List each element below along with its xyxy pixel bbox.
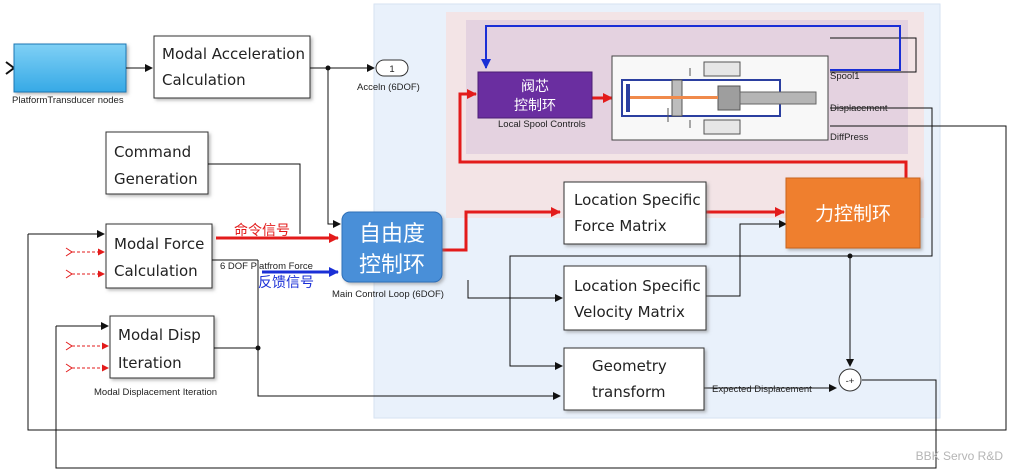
velocity-matrix-block[interactable] (563, 265, 707, 331)
diffpress-port-label: DiffPress (830, 132, 869, 143)
red-signal-lines (216, 89, 908, 252)
main-control-label-2: 控制环 (359, 253, 425, 278)
modal-disp-label-1: Modal Disp (118, 326, 201, 344)
spool-control-caption: Local Spool Controls (498, 119, 586, 130)
main-control-caption: Main Control Loop (6DOF) (332, 289, 444, 300)
outport-acceln[interactable] (375, 59, 409, 77)
force-matrix-label-2: Force Matrix (574, 217, 667, 235)
main-control-loop-block[interactable] (341, 211, 443, 283)
spool1-port-label: Spool1 (830, 71, 860, 82)
platform-transducer-caption: PlatformTransducer nodes (12, 95, 124, 106)
sum-block[interactable] (838, 368, 862, 392)
platform-force-label: 6 DOF Platfrom Force (220, 261, 313, 272)
inport-chevron-icon (5, 61, 16, 75)
modal-force-label-2: Calculation (114, 262, 198, 280)
modal-acceleration-block[interactable] (153, 35, 311, 99)
force-control-label: 力控制环 (815, 203, 891, 225)
outport-label: Acceln (6DOF) (357, 82, 420, 93)
watermark: BBK Servo R&D (916, 449, 1004, 463)
main-control-label-1: 自由度 (359, 222, 425, 247)
geometry-label-2: transform (592, 383, 666, 401)
junction-dots (255, 65, 853, 351)
command-generation-block[interactable] (105, 131, 209, 195)
modal-force-block[interactable] (105, 223, 213, 289)
modal-force-inputs (72, 248, 109, 372)
geometry-label-1: Geometry (592, 357, 667, 375)
force-control-block[interactable] (785, 177, 921, 249)
force-matrix-label-1: Location Specific (574, 191, 701, 209)
spool-control-block[interactable] (477, 71, 593, 119)
command-signal-label: 命令信号 (234, 222, 290, 239)
spool-control-label-1: 阀芯 (521, 79, 549, 95)
geometry-transform-block[interactable] (563, 347, 705, 411)
velocity-matrix-label-2: Velocity Matrix (574, 303, 685, 321)
expected-displacement-label: Expected Displacement (712, 384, 812, 395)
outport-number: 1 (389, 64, 394, 75)
command-generation-label-1: Command (114, 143, 191, 161)
input-chevron-icons (65, 247, 73, 373)
command-generation-label-2: Generation (114, 170, 198, 188)
velocity-matrix-label-1: Location Specific (574, 277, 701, 295)
modal-disp-label-2: Iteration (118, 354, 182, 372)
modal-disp-caption: Modal Displacement Iteration (94, 387, 217, 398)
spool-control-label-2: 控制环 (514, 98, 556, 114)
sum-signs: -+ (846, 376, 855, 387)
actuator-block[interactable] (611, 55, 829, 141)
feedback-signal-label: 反馈信号 (258, 275, 314, 291)
modal-force-label-1: Modal Force (114, 235, 204, 253)
spool-feedback-line (481, 25, 901, 71)
modal-acceleration-label-1: Modal Acceleration (162, 45, 305, 63)
force-matrix-block[interactable] (563, 181, 707, 245)
platform-transducer-block[interactable] (13, 43, 127, 93)
modal-disp-block[interactable] (109, 315, 215, 379)
black-signal-lines (27, 37, 1007, 469)
displacement-port-label: Displacement (830, 103, 888, 114)
modal-acceleration-label-2: Calculation (162, 71, 246, 89)
